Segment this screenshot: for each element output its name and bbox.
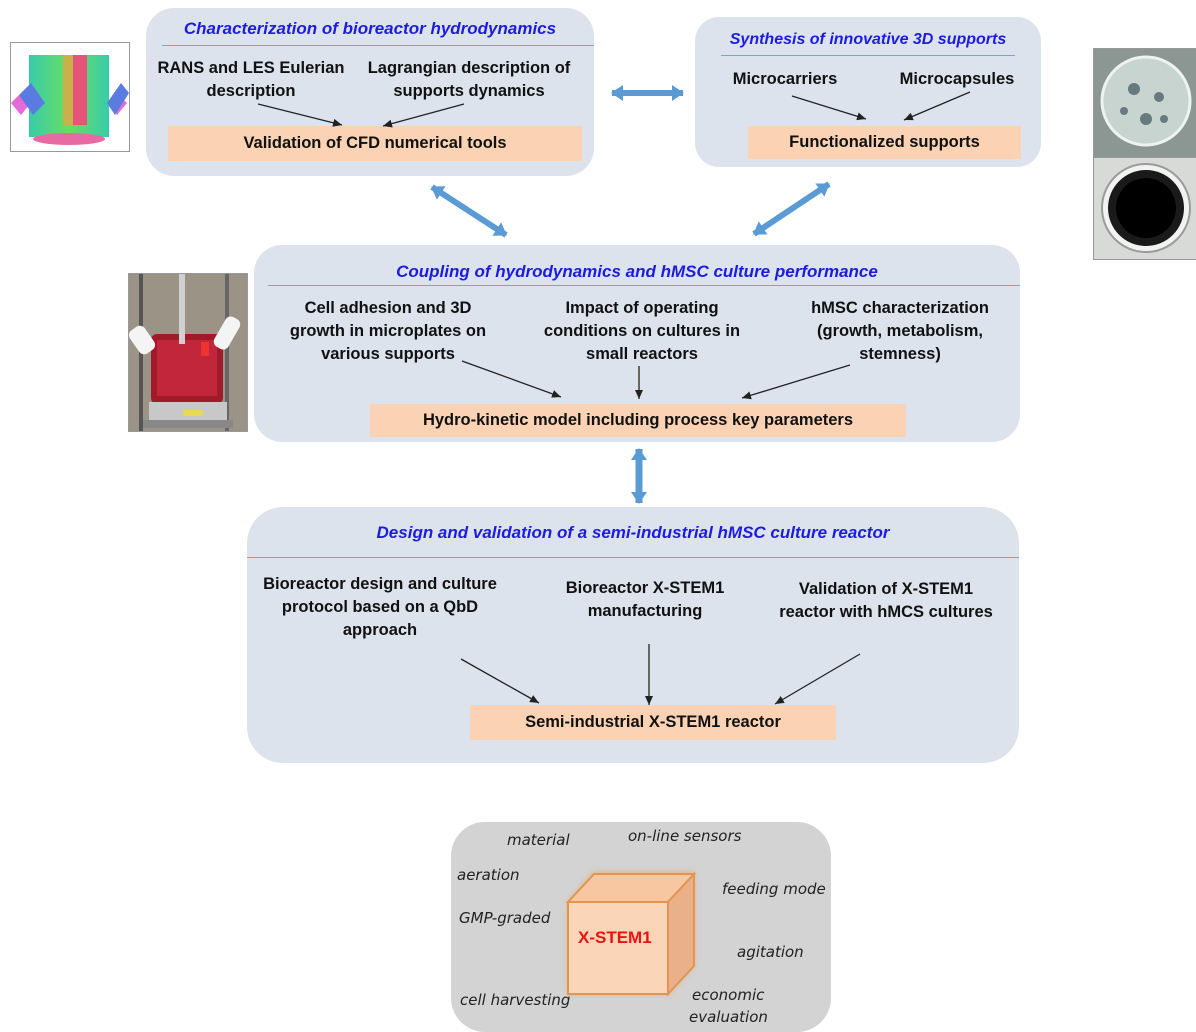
keyword-agitation: agitation xyxy=(737,943,804,961)
bioreactor-photo xyxy=(128,273,248,432)
panel-title: Characterization of bioreactor hydrodyna… xyxy=(183,19,557,38)
rans-les-text: RANS and LES Eulerian description xyxy=(157,59,345,100)
cfd-simulation-image xyxy=(10,42,130,152)
double-arrow xyxy=(430,184,508,238)
panel-title: Coupling of hydrodynamics and hMSC cultu… xyxy=(396,262,878,281)
cell-adhesion-text: Cell adhesion and 3D growth in microplat… xyxy=(289,299,487,363)
divider xyxy=(721,55,1015,56)
keyword-feeding-mode: feeding mode xyxy=(722,880,826,898)
microcapsules-text: Microcapsules xyxy=(899,70,1015,88)
manufacturing-text: Bioreactor X-STEM1 manufacturing xyxy=(565,579,725,620)
keyword-economic: economic xyxy=(692,986,765,1004)
operating-conditions-text: Impact of operating conditions on cultur… xyxy=(543,299,741,363)
keyword-aeration: aeration xyxy=(457,866,520,884)
result-semi-industrial-reactor: Semi-industrial X-STEM1 reactor xyxy=(470,705,836,740)
divider xyxy=(162,45,594,46)
keyword-cell-harvesting: cell harvesting xyxy=(460,991,571,1009)
microcarriers-text: Microcarriers xyxy=(732,70,838,88)
x-stem1-label: X-STEM1 xyxy=(578,928,652,947)
result-hydro-kinetic-model: Hydro-kinetic model including process ke… xyxy=(370,404,906,437)
validation-text: Validation of X-STEM1 reactor with hMCS … xyxy=(779,580,993,621)
double-arrow xyxy=(752,181,831,237)
keyword-evaluation: evaluation xyxy=(689,1008,768,1026)
keyword-online-sensors: on-line sensors xyxy=(628,827,742,845)
panel-title: Design and validation of a semi-industri… xyxy=(376,523,890,542)
bioreactor-design-text: Bioreactor design and culture protocol b… xyxy=(263,575,497,639)
microcapsule-image xyxy=(1093,48,1196,158)
keyword-material: material xyxy=(507,831,570,849)
divider xyxy=(247,557,1019,558)
lagrangian-text: Lagrangian description of supports dynam… xyxy=(367,59,571,100)
keyword-gmp-graded: GMP-graded xyxy=(459,909,551,927)
result-cfd-validation: Validation of CFD numerical tools xyxy=(168,126,582,161)
microcarrier-image xyxy=(1093,157,1196,260)
result-functionalized-supports: Functionalized supports xyxy=(748,126,1021,159)
hmsc-characterization-text: hMSC characterization (growth, metabolis… xyxy=(811,299,989,363)
panel-title: Synthesis of innovative 3D supports xyxy=(729,31,1007,48)
divider xyxy=(268,285,1020,286)
